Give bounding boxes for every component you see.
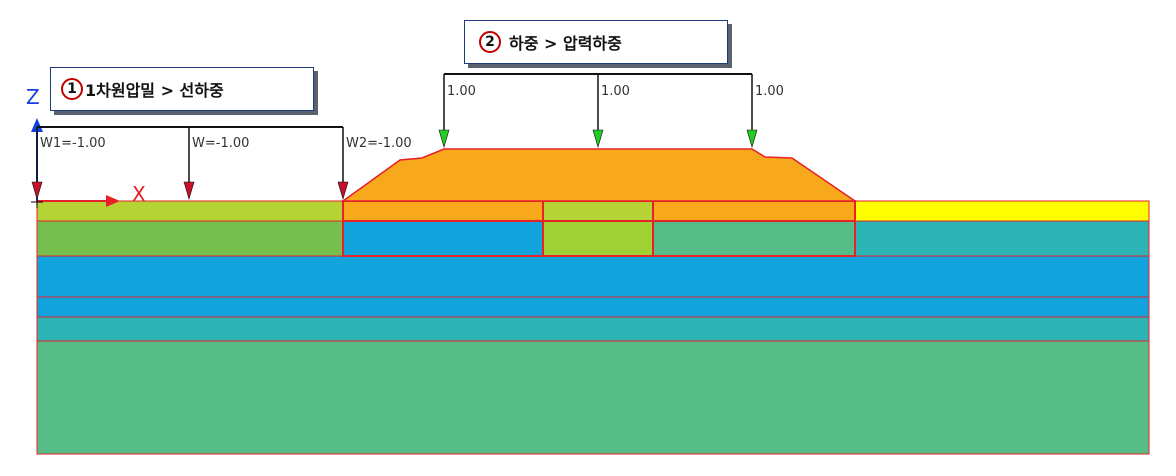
x-axis-arrowhead xyxy=(106,195,120,207)
foundation-block-3 xyxy=(652,220,856,257)
line-load-label-w1: W1=-1.00 xyxy=(40,136,106,151)
pressure-label-2: 1.00 xyxy=(601,84,630,99)
line-load xyxy=(31,126,349,201)
layer-blue xyxy=(36,255,1150,298)
callout-number-badge: 2 xyxy=(479,31,501,53)
foundation-block-2 xyxy=(542,220,654,257)
embankment-base-2 xyxy=(542,200,654,222)
callout-pressure-load: 2 하중 > 압력하중 xyxy=(464,20,728,64)
line-load-arrow-3 xyxy=(337,181,349,201)
pressure-label-3: 1.00 xyxy=(755,84,784,99)
layer-top-right xyxy=(854,200,1150,222)
foundation-block-1 xyxy=(342,220,544,257)
callout-text: 하중 > 압력하중 xyxy=(509,34,622,53)
pressure-label-1: 1.00 xyxy=(447,84,476,99)
callout-line-load: 1 1차원압밀 > 선하중 xyxy=(50,67,314,111)
layer-teal-right xyxy=(854,220,1150,257)
line-load-arrow-1 xyxy=(31,181,43,201)
z-axis-label: Z xyxy=(26,85,40,109)
layer-top-left xyxy=(36,200,344,222)
z-axis-arrowhead xyxy=(31,118,43,132)
embankment-base-1 xyxy=(342,200,544,222)
layer-teal xyxy=(36,316,1150,342)
line-load-label-w2: W2=-1.00 xyxy=(346,136,412,151)
line-load-arrow-2 xyxy=(183,181,195,201)
embankment xyxy=(340,148,858,202)
layer-green-left xyxy=(36,220,344,257)
pressure-arrow-3 xyxy=(746,129,758,149)
callout-number-badge: 1 xyxy=(61,78,83,100)
layer-deep xyxy=(36,340,1150,455)
pressure-load xyxy=(438,73,758,149)
callout-text: 1차원압밀 > 선하중 xyxy=(85,81,224,100)
layer-blue-thin xyxy=(36,296,1150,318)
embankment-base-3 xyxy=(652,200,856,222)
line-load-label-w: W=-1.00 xyxy=(192,136,249,151)
pressure-arrow-1 xyxy=(438,129,450,149)
x-axis-label: X xyxy=(132,182,146,206)
pressure-arrow-2 xyxy=(592,129,604,149)
